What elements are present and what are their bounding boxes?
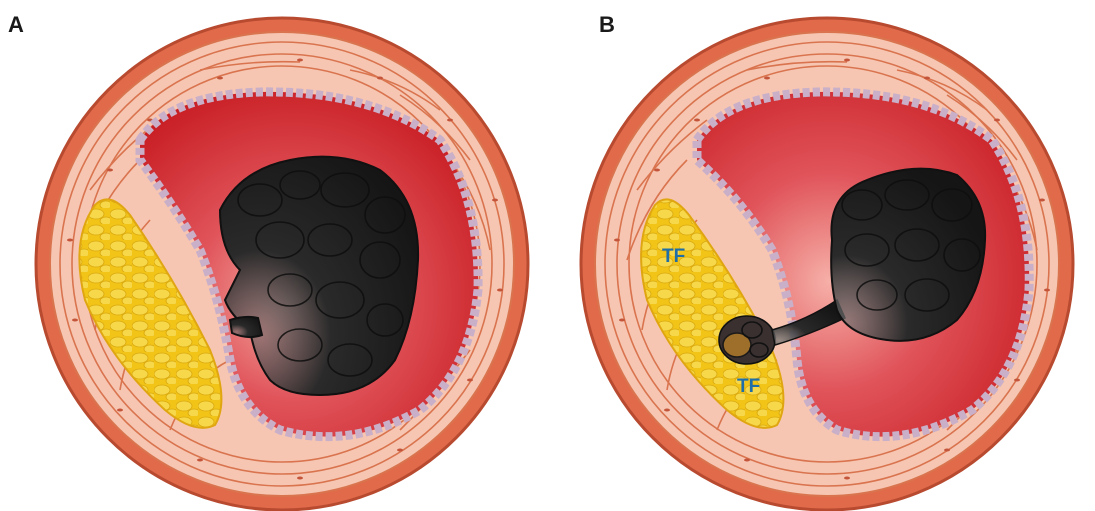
tf-label-thrombus: TF (737, 376, 760, 397)
thrombus-small (719, 316, 775, 364)
panel-b: B (547, 0, 1095, 511)
thrombus (831, 169, 985, 341)
tf-label-lipid-core: TF (662, 246, 685, 267)
artery-cross-section-a (0, 0, 548, 511)
artery-cross-section-b: TF TF (547, 0, 1095, 511)
panel-a: A (0, 0, 548, 511)
